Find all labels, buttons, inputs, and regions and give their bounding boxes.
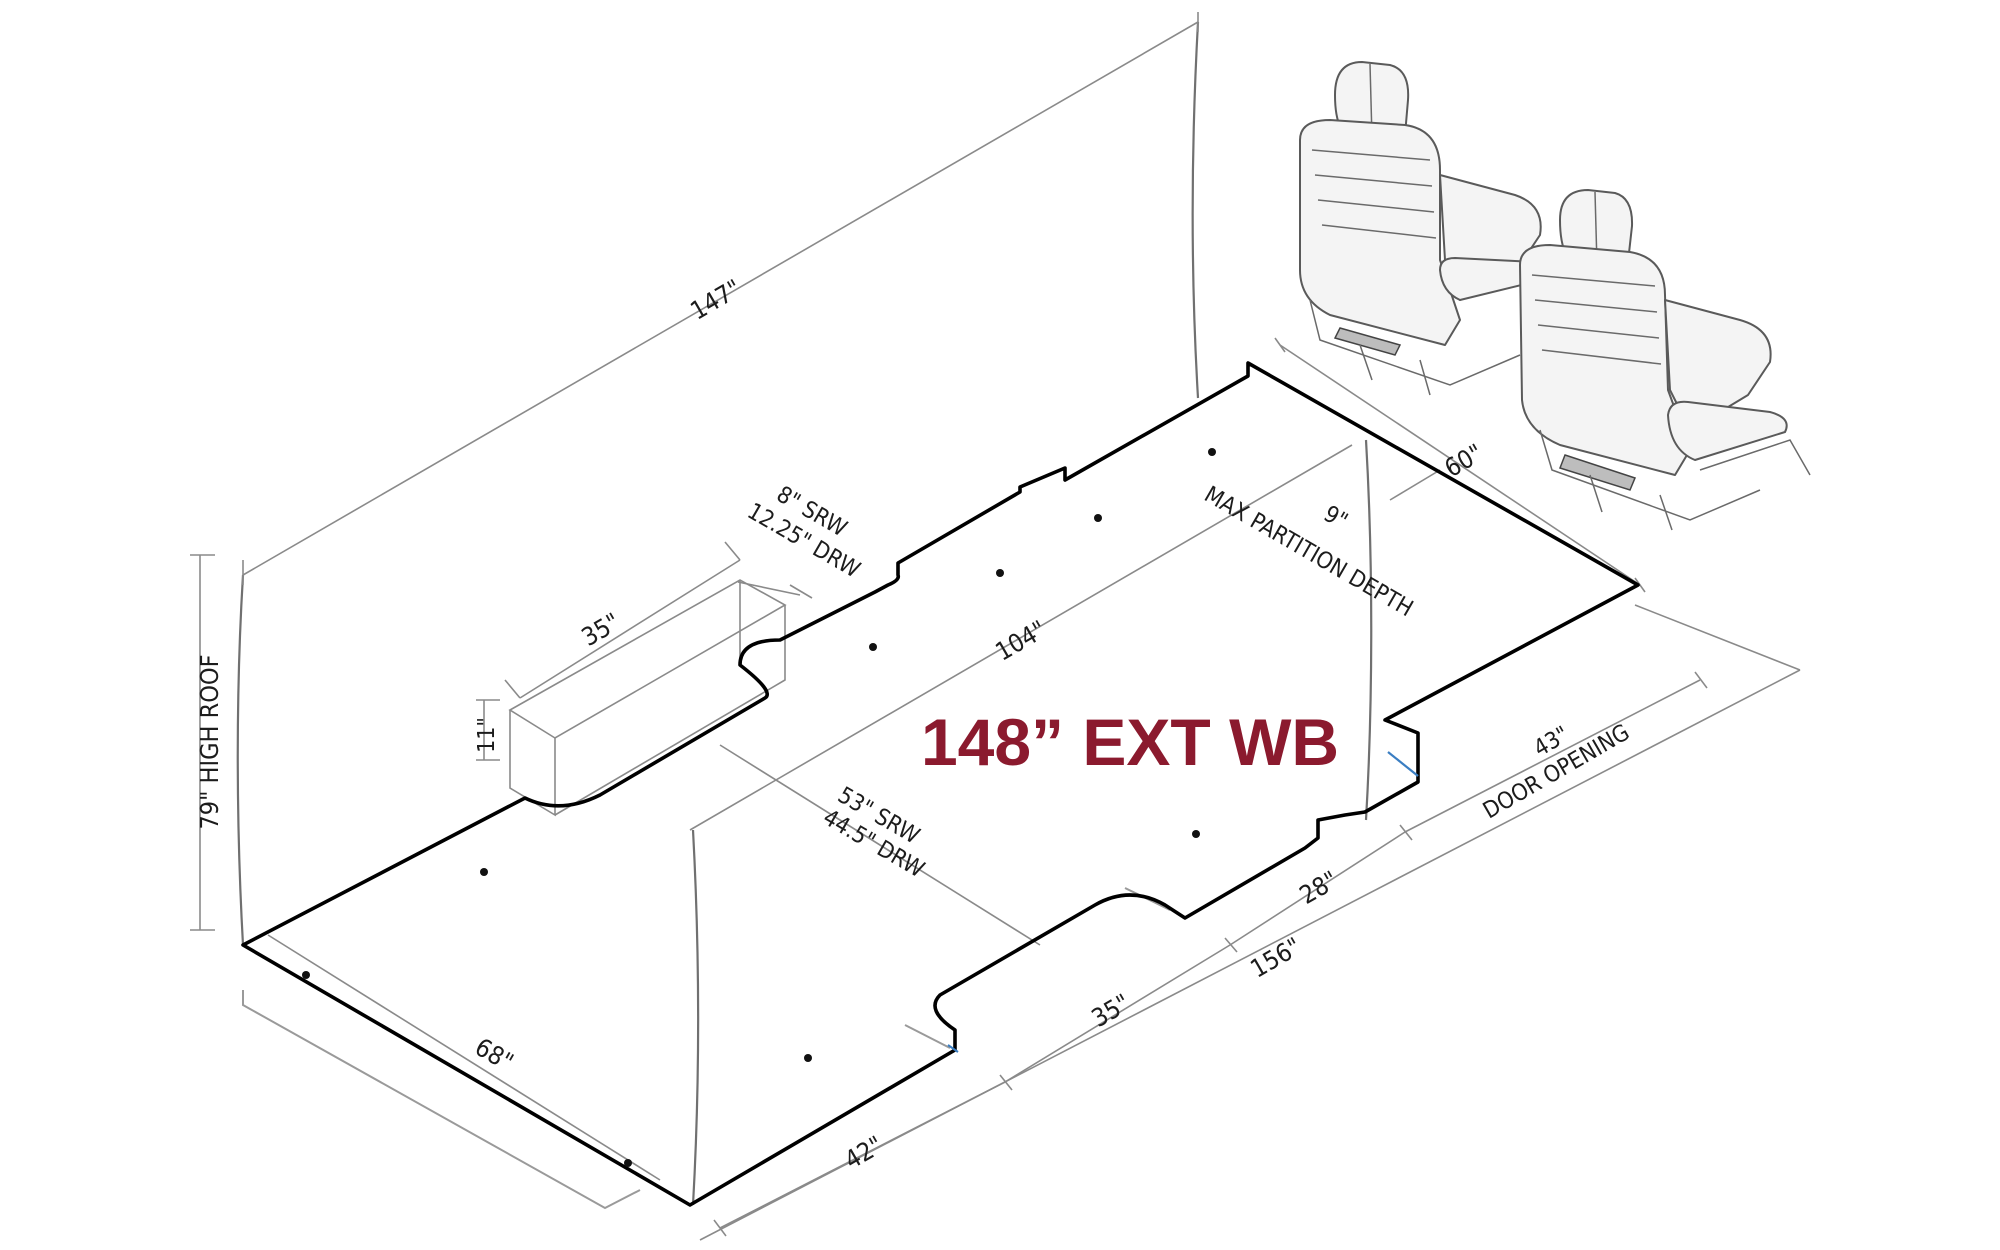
floor-dots xyxy=(302,448,1216,1167)
partition-depth-label: MAX PARTITION DEPTH xyxy=(1200,482,1417,623)
wall-outlines xyxy=(236,21,1373,1206)
dimension-lines xyxy=(190,12,1801,1241)
front-seat-right xyxy=(1519,189,1811,531)
roof-height-label: 79" HIGH ROOF xyxy=(195,654,224,829)
rear-step-marker xyxy=(947,1044,959,1053)
overall-length-label: 147" xyxy=(685,274,746,326)
between-wheel-wells-label: 104" xyxy=(990,615,1051,667)
floor-shadow xyxy=(242,887,1171,1210)
wheel-well-height-label: 11" xyxy=(474,717,500,753)
door-to-cab-label: 28" xyxy=(1295,865,1343,910)
floor-outline xyxy=(241,361,1640,1207)
door-edge-marker xyxy=(1387,751,1419,777)
rear-section-label: 42" xyxy=(840,1130,888,1175)
wheel-well-length-label: 35" xyxy=(577,607,625,652)
title-label: 148” EXT WB xyxy=(921,705,1339,779)
step-length-label: 35" xyxy=(1087,988,1135,1033)
rear-width-label: 68" xyxy=(470,1032,518,1077)
front-seat-left xyxy=(1299,61,1552,396)
partition-depth-value-label: 9" xyxy=(1319,501,1352,535)
wheel-well-box xyxy=(508,579,787,817)
floor-length-label: 156" xyxy=(1245,932,1306,984)
